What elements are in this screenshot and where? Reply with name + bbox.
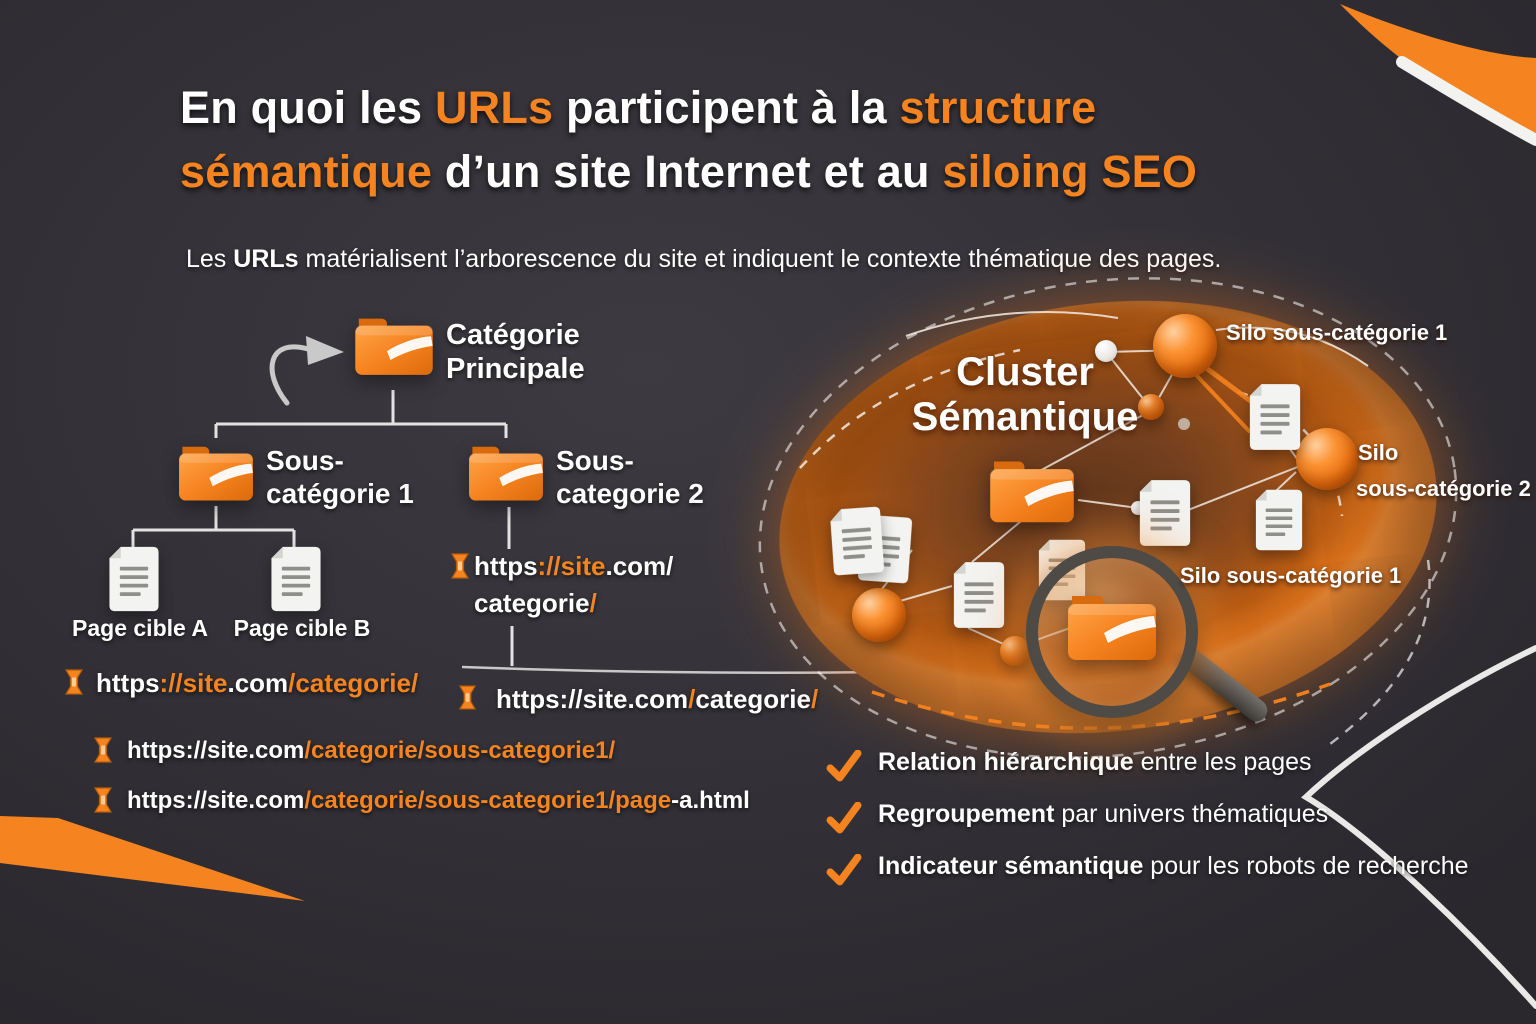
pin-icon (93, 736, 113, 764)
document-icon (267, 545, 325, 613)
checklist-item-1: Relation hiérarchique entre les pages (826, 748, 1312, 782)
folder-icon (350, 306, 438, 384)
node-sphere-icon (1296, 428, 1358, 490)
subcategory2-url: https://site.com/ categorie/ (474, 551, 674, 618)
main-category-label: Catégorie Principale (446, 319, 585, 386)
pin-icon (450, 552, 470, 580)
check-icon (826, 750, 862, 782)
subcategory2-label: Sous-categorie 2 (556, 445, 704, 510)
checklist-item-2: Regroupement par univers thématiques (826, 800, 1328, 834)
document-icon (826, 504, 889, 578)
folder-icon (174, 436, 258, 508)
subcategory1-label: Sous-catégorie 1 (266, 445, 414, 510)
folder-icon (1062, 586, 1162, 666)
checklist-item-2-text: Regroupement par univers thématiques (878, 800, 1329, 828)
checklist-item-3-text: Indicateur sémantique pour les robots de… (878, 852, 1469, 880)
document-icon (105, 545, 163, 613)
silo-right-label-line2: sous-catégorie 2 (1356, 476, 1531, 501)
folder-icon (464, 436, 548, 508)
document-icon (1252, 488, 1306, 552)
document-icon (950, 560, 1008, 630)
title-line-2: sémantique d’un site Internet et au silo… (180, 146, 1198, 197)
silo-top-label: Silo sous-catégorie 1 (1226, 320, 1448, 345)
page-title: En quoi les URLs participent à la struct… (180, 76, 1197, 204)
checklist-item-3: Indicateur sémantique pour les robots de… (826, 852, 1469, 886)
document-icon (1246, 382, 1304, 452)
pin-icon (458, 684, 477, 711)
cluster-title: Cluster Sémantique (911, 350, 1139, 439)
silo-right-label-line1: Silo (1358, 440, 1399, 465)
url-list-item-1: https://site.com/categorie/ (96, 668, 419, 698)
branch-url: https://site.com/categorie/ (496, 684, 819, 714)
checklist-item-1-text: Relation hiérarchique entre les pages (878, 748, 1312, 776)
silo-center-label: Silo sous-catégorie 1 (1180, 563, 1402, 588)
page-a-label: Page cible A (72, 615, 208, 641)
url-list-item-3: https://site.com/categorie/sous-categori… (127, 787, 750, 814)
check-icon (826, 802, 862, 834)
folder-icon (984, 452, 1080, 528)
node-sphere-icon (1153, 314, 1217, 378)
node-dot-icon (1178, 418, 1190, 430)
url-list-item-2: https://site.com/categorie/sous-categori… (127, 737, 616, 764)
check-icon (826, 854, 862, 886)
document-icon (1136, 478, 1194, 548)
page-b-label: Page cible B (233, 615, 371, 641)
curved-arrow-icon (269, 336, 344, 406)
subtitle: Les URLs matérialisent l’arborescence du… (186, 245, 1222, 273)
pin-icon (93, 786, 113, 814)
title-line-1: En quoi les URLs participent à la struct… (180, 82, 1097, 133)
pin-icon (64, 668, 84, 696)
node-sphere-icon (852, 588, 906, 642)
